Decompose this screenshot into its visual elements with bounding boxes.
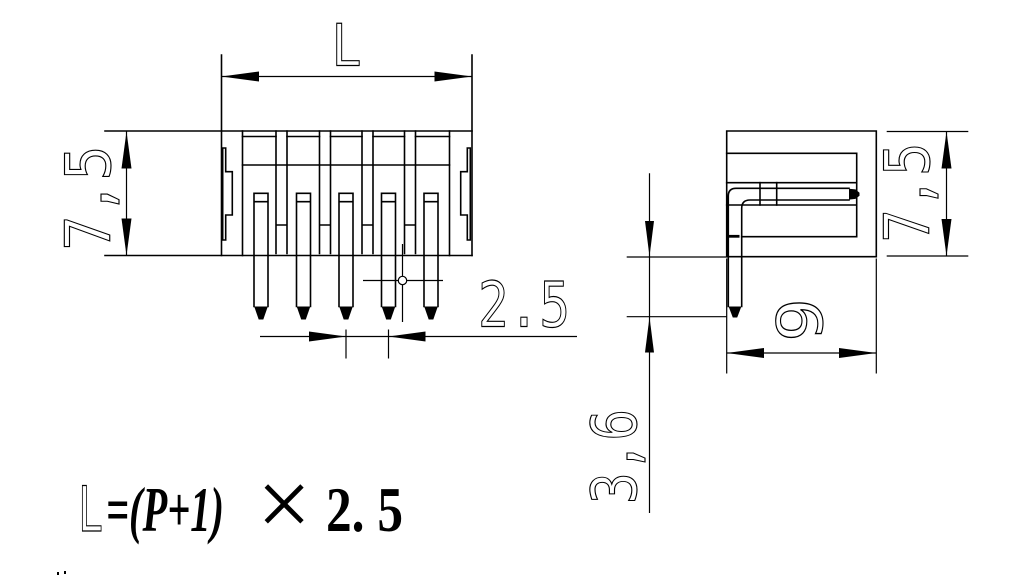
dimension-height-front: 7,5 [51,131,132,256]
multiplication-sign: × [257,450,311,557]
arrowhead-right [309,331,346,342]
side-pin-outer-edge [727,187,850,308]
dim-label-L: L [332,12,362,80]
formula: L =(P+1) × 2. 5 [77,450,403,557]
cursor-crosshair-icon [363,244,443,322]
dimension-height-side: 7,5 [870,130,969,257]
arrowhead-left [388,331,426,342]
arrowhead-right [434,71,472,82]
formula-value: 2. 5 [326,474,403,545]
extension-lines [886,130,969,257]
arrowhead-up [645,317,654,353]
arrowhead-down [941,219,952,256]
pin-2-tip [296,306,311,320]
dim-label-pin-extension: 3,6 [578,409,651,504]
side-pin-bottom-tip [728,306,742,318]
dim-label-height-front: 7,5 [52,146,125,251]
pin-4 [380,192,397,320]
side-body-outline [725,130,878,258]
side-pin [727,187,860,318]
pin-2 [295,192,312,320]
dim-label-height-side: 7,5 [871,143,944,243]
pin-1 [253,192,269,320]
pin-3-tip [339,306,353,320]
formula-lhs: L [78,473,103,546]
front-view: L 7,5 2.5 [51,11,577,359]
side-view: 7,5 9 3,6 [577,130,969,513]
dimension-pin-extension: 3,6 [577,173,727,513]
dimension-pitch: 2.5 [260,268,577,359]
extension-lines [726,258,877,374]
arrowhead-right [839,348,877,358]
stray-marks [57,571,66,575]
pin-1-tip [254,306,268,320]
pin-3 [338,192,354,320]
arrowhead-down [645,221,654,257]
right-latch-profile [459,147,472,241]
arrowhead-left [221,71,259,82]
pin-5 [423,192,439,320]
arrowhead-down [121,218,132,256]
dimension-depth: 9 [726,258,877,374]
arrowhead-up [121,131,132,169]
side-pin-inner-edge [740,199,850,308]
side-pin-right-tip [849,188,860,200]
pin-4-tip [381,306,396,320]
side-contact-ticks [759,181,778,206]
pin-5-tip [424,306,438,320]
dimension-L: L [221,11,472,82]
arrowhead-left [726,348,764,358]
divider-slots [275,130,417,255]
formula-expression: =(P+1) [106,474,224,545]
reference-lines [626,256,727,318]
extension-ticks [345,329,390,359]
dim-label-pitch: 2.5 [478,269,570,342]
dim-label-depth: 9 [764,298,837,342]
left-latch-profile [221,147,234,241]
arrowhead-up [941,131,952,169]
